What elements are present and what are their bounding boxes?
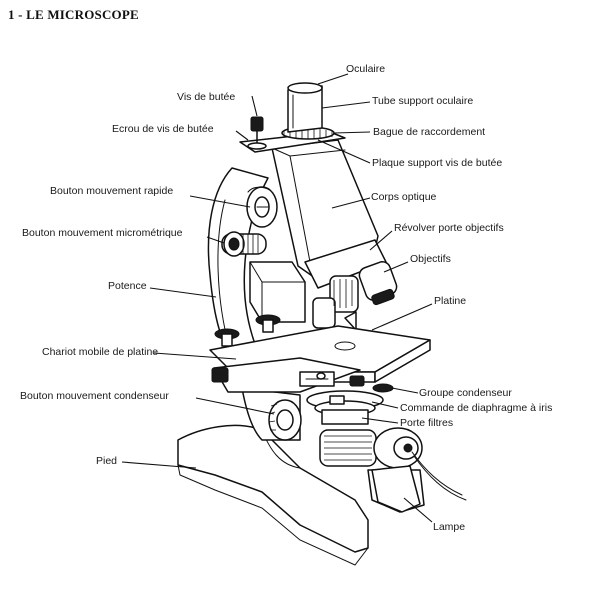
vis-de-butee-shape: [247, 116, 267, 150]
chariot-mobile-shape: [211, 357, 365, 393]
page-title: 1 - LE MICROSCOPE: [8, 7, 139, 22]
label-oculaire: Oculaire: [346, 63, 385, 75]
label-groupe-condenseur: Groupe condenseur: [419, 387, 512, 399]
label-bague-de-raccordement: Bague de raccordement: [373, 126, 485, 138]
labels: Oculaire Tube support oculaire Vis de bu…: [20, 63, 552, 533]
label-chariot-mobile-de-platine: Chariot mobile de platine: [42, 346, 158, 358]
label-objectifs: Objectifs: [410, 253, 451, 265]
label-ecrou-de-vis-de-butee: Ecrou de vis de butée: [112, 123, 214, 135]
label-pied: Pied: [96, 455, 117, 467]
bouton-micro-shape: [221, 231, 267, 257]
label-bouton-mouvement-rapide: Bouton mouvement rapide: [50, 185, 173, 197]
revolver-objectifs-shape: [304, 239, 398, 331]
label-revolver-porte-objectifs: Révolver porte objectifs: [394, 222, 504, 234]
label-platine: Platine: [434, 295, 466, 307]
label-corps-optique: Corps optique: [371, 191, 437, 203]
bouton-rapide-shape: [246, 186, 278, 228]
clip-knobs: [214, 314, 281, 347]
condenser-group-shape: [306, 383, 394, 425]
label-porte-filtres: Porte filtres: [400, 417, 453, 429]
lampe-shape: [319, 427, 467, 513]
label-commande-de-diaphragme-a-iris: Commande de diaphragme à iris: [400, 402, 552, 414]
microscope-drawing: [177, 82, 467, 566]
leader-lines: [121, 73, 433, 523]
label-plaque-support-vis-de-butee: Plaque support vis de butée: [372, 157, 502, 169]
label-lampe: Lampe: [433, 521, 465, 533]
bouton-condenseur-shape: [268, 399, 302, 441]
label-vis-de-butee: Vis de butée: [177, 91, 235, 103]
label-bouton-mouvement-condenseur: Bouton mouvement condenseur: [20, 390, 169, 402]
column-block: [249, 261, 306, 323]
label-potence: Potence: [108, 280, 147, 292]
label-tube-support-oculaire: Tube support oculaire: [372, 95, 473, 107]
eyepiece-assembly: [281, 82, 335, 140]
label-bouton-mouvement-micrometrique: Bouton mouvement micrométrique: [22, 227, 183, 239]
